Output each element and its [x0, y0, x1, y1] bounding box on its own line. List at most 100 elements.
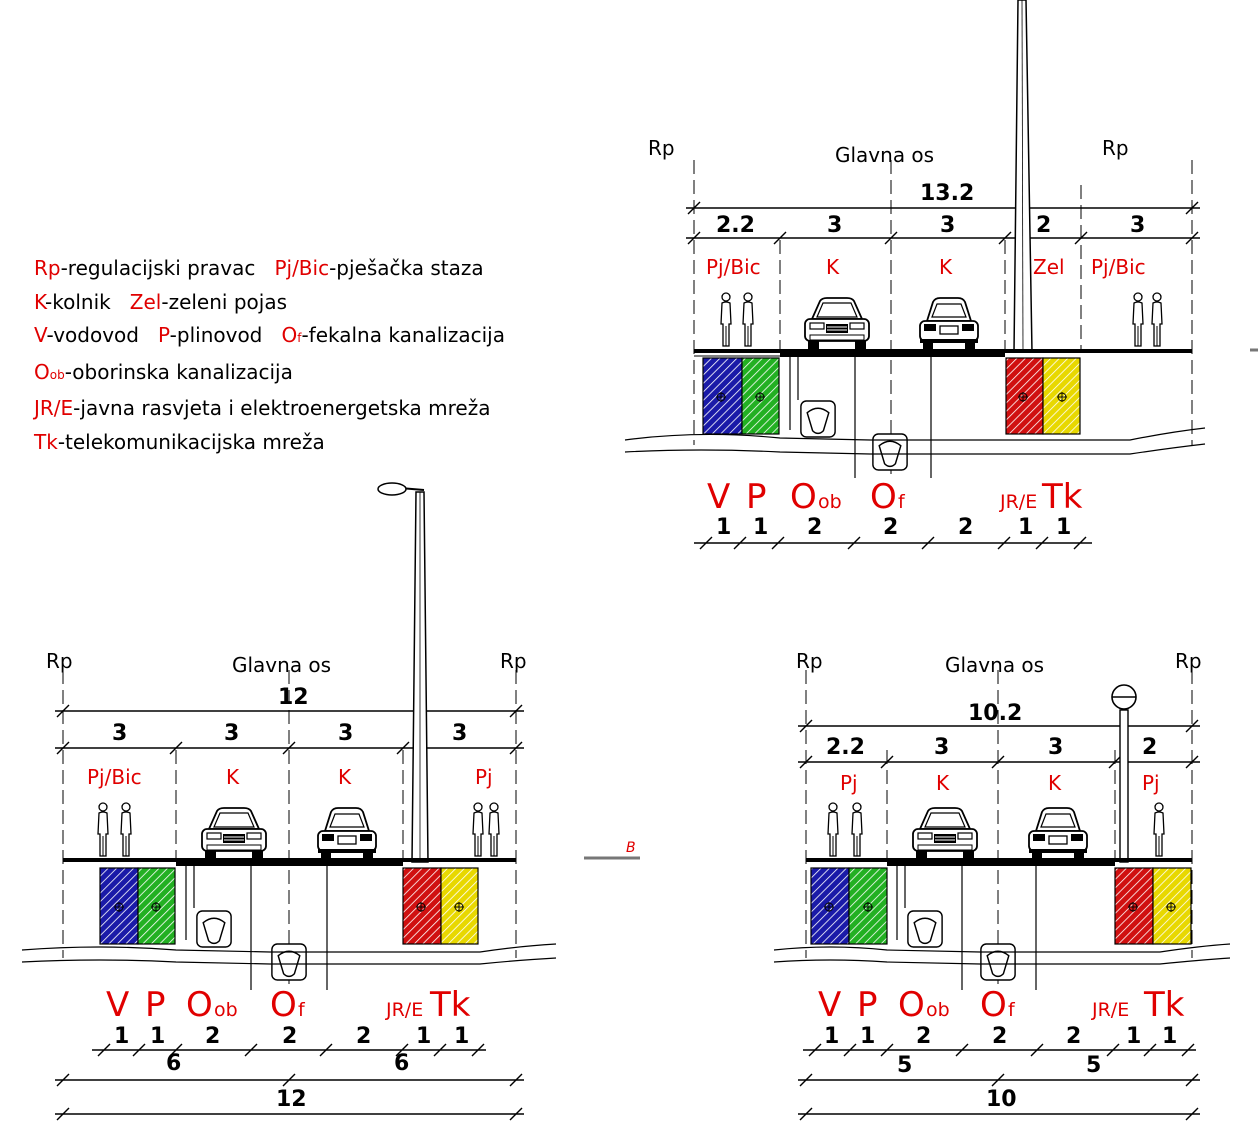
dim-utility-value: 2	[883, 515, 898, 540]
dim-utility-value: 2	[282, 1024, 297, 1049]
legend-desc: -regulacijski pravac	[60, 256, 256, 280]
utility-label-jre: JR/E	[1091, 999, 1129, 1021]
dim-total-value: 12	[278, 685, 309, 710]
dim-lane-value: 3	[1130, 213, 1145, 238]
street-lamp	[377, 482, 429, 863]
utility-label-o: O	[898, 985, 925, 1025]
utility-label-o: O	[790, 477, 817, 517]
reference-lines	[62, 670, 517, 990]
car-front-icon	[201, 807, 267, 863]
utility-label-o: O	[980, 985, 1007, 1025]
telecom-duct	[1152, 867, 1192, 945]
reference-lines	[805, 670, 1193, 990]
legend-row-2: K-kolnik Zel-zeleni pojas	[34, 286, 505, 320]
gas-duct	[137, 867, 176, 945]
legend-desc: -pješačka staza	[329, 256, 484, 280]
legend-desc: -plinovod	[169, 323, 263, 347]
dim-utility-value: 2	[1066, 1024, 1081, 1049]
legend-key: O	[281, 323, 298, 347]
pedestrian-icon	[742, 292, 754, 347]
utility-label-o: O	[870, 477, 897, 517]
dim-lane-value: 3	[452, 721, 467, 746]
legend-key: O	[34, 359, 50, 384]
storm-sewer	[789, 357, 932, 478]
rp-label: Rp	[46, 649, 73, 673]
storm-pipe-icon	[800, 400, 836, 438]
legend-key: V	[34, 323, 47, 347]
legend-desc: -fekalna kanalizacija	[301, 323, 505, 347]
dim-utilities: 1 1 2 2 2 1 1 6 6	[92, 1024, 486, 1076]
storm-sewer	[185, 866, 328, 990]
legend-key: Tk	[34, 429, 58, 454]
legend-key: K	[34, 289, 46, 314]
utility-labels: V P O ob O f JR/E Tk	[707, 477, 1083, 517]
dim-total: 12	[55, 685, 524, 718]
legend-desc: -telekomunikacijska mreža	[57, 429, 325, 454]
lane-label: Pj	[1142, 771, 1160, 795]
dim-lane-value: 3	[934, 735, 949, 760]
dim-lane-value: 2.2	[716, 213, 755, 238]
dim-total: 13.2	[686, 181, 1200, 215]
dim-lanes: 2.2 3 3 2 3	[686, 213, 1200, 245]
dim-lane-value: 3	[1048, 735, 1063, 760]
ground-line	[21, 957, 557, 965]
storm-pipe-icon	[196, 910, 232, 948]
telecom-duct	[440, 867, 479, 945]
lane-label: K	[1048, 771, 1062, 795]
pedestrian-icon	[488, 802, 500, 857]
car-rear-icon	[1028, 807, 1088, 863]
power-duct	[1005, 357, 1044, 435]
axis-label: Glavna os	[945, 653, 1044, 677]
utility-label-tk: Tk	[1143, 985, 1185, 1025]
gas-duct	[741, 357, 780, 435]
dim-utility-value: 1	[716, 515, 731, 540]
car-rear-icon	[919, 297, 979, 353]
lane-label: K	[826, 255, 840, 279]
dim-utility-value: 1	[454, 1024, 469, 1049]
utility-label-o: O	[186, 985, 213, 1025]
light-pole	[1111, 684, 1137, 863]
lamp-pole	[1013, 0, 1033, 353]
telecom-duct	[1042, 357, 1081, 435]
road-surface	[694, 349, 1192, 357]
dim-half-value: 5	[897, 1053, 912, 1078]
utility-label-p: P	[857, 985, 878, 1025]
dim-utility-value: 1	[1162, 1024, 1177, 1049]
car-front-icon	[804, 297, 870, 353]
utility-label-tk: Tk	[1041, 477, 1083, 517]
utility-label-f: f	[1008, 999, 1016, 1021]
dim-utility-value: 2	[356, 1024, 371, 1049]
dim-lane-value: 3	[338, 721, 353, 746]
dim-lanes: 3 3 3 3	[55, 721, 524, 755]
dim-total-value: 13.2	[920, 181, 974, 206]
utility-label-jre: JR/E	[999, 491, 1037, 513]
legend-row-4: Oob-oborinska kanalizacija	[34, 356, 505, 393]
dim-utility-value: 1	[150, 1024, 165, 1049]
sewer-pipe-icon	[271, 943, 307, 981]
dim-half-value: 6	[394, 1051, 409, 1076]
lane-labels: Pj/Bic K K Pj	[87, 765, 493, 789]
legend-desc: -vodovod	[46, 323, 139, 347]
pedestrian-icon	[827, 802, 839, 857]
lane-label: K	[939, 255, 953, 279]
road-surface	[63, 858, 516, 866]
section-marker: B	[584, 840, 640, 860]
lane-label: K	[338, 765, 352, 789]
legend-desc: -javna rasvjeta i elektroenergetska mrež…	[73, 396, 491, 420]
legend-key: JR/E	[34, 396, 74, 420]
ground-line	[21, 943, 557, 953]
legend-key: Pj/Bic	[274, 256, 330, 280]
legend-key-sub: f	[297, 331, 302, 345]
lane-label: Pj	[840, 771, 858, 795]
storm-pipe-icon	[907, 910, 943, 948]
dim-utility-value: 1	[416, 1024, 431, 1049]
dim-utilities: 1 1 2 2 2 1 1 5 5	[803, 1024, 1196, 1078]
pedestrian-icon	[851, 802, 863, 857]
dim-lanes: 2.2 3 3 2	[798, 735, 1200, 769]
section-bottom-right: Rp Rp Glavna os 10.2 2.2 3 3 2	[773, 649, 1231, 1121]
legend-desc: -oborinska kanalizacija	[64, 359, 293, 384]
utility-label-v: V	[818, 985, 841, 1025]
legend-key: Rp	[34, 256, 61, 280]
dim-lane-value: 3	[940, 213, 955, 238]
